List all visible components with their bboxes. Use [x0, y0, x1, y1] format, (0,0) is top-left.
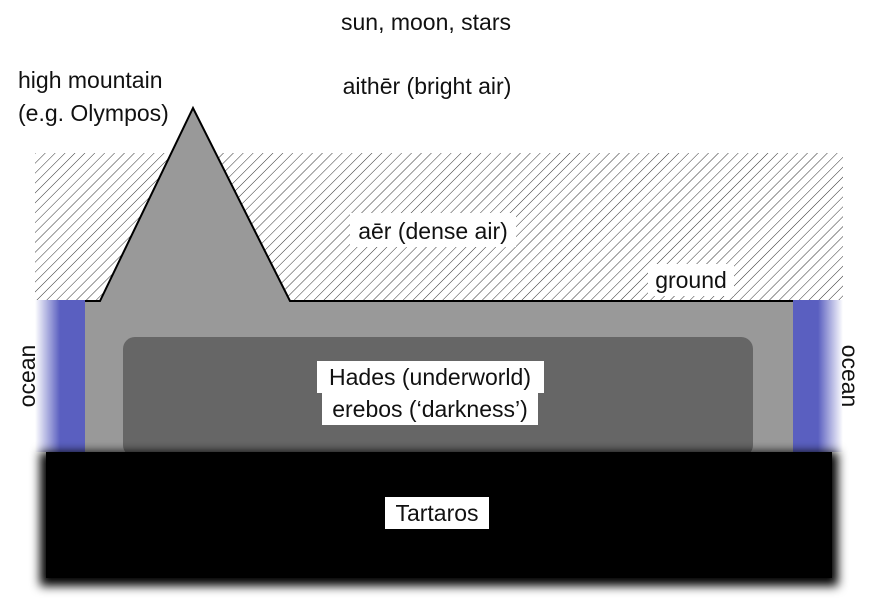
ocean-right-label: ocean — [837, 345, 863, 408]
ground-label: ground — [655, 267, 727, 293]
ocean-left-label: ocean — [14, 345, 40, 408]
sky-bodies-label: sun, moon, stars — [341, 9, 511, 35]
aither-label: aithēr (bright air) — [343, 73, 512, 99]
tartaros-label-bg — [385, 497, 489, 529]
mountain-label-line2: (e.g. Olympos) — [18, 100, 169, 126]
hades-label-line1: Hades (underworld) — [329, 364, 531, 390]
ocean-right-band — [793, 300, 843, 452]
tartaros-label: Tartaros — [395, 500, 478, 526]
hades-label-line2: erebos (‘darkness’) — [332, 396, 528, 422]
aer-label-bg — [350, 213, 516, 247]
ground-outline — [85, 105, 793, 302]
ocean-left-band — [35, 300, 85, 452]
ground-label-bg — [648, 264, 734, 296]
mountain-label-line1: high mountain — [18, 67, 163, 93]
aer-label: aēr (dense air) — [358, 218, 508, 244]
hades-label-bg-2 — [322, 393, 538, 425]
hades-label-bg-1 — [317, 361, 544, 393]
